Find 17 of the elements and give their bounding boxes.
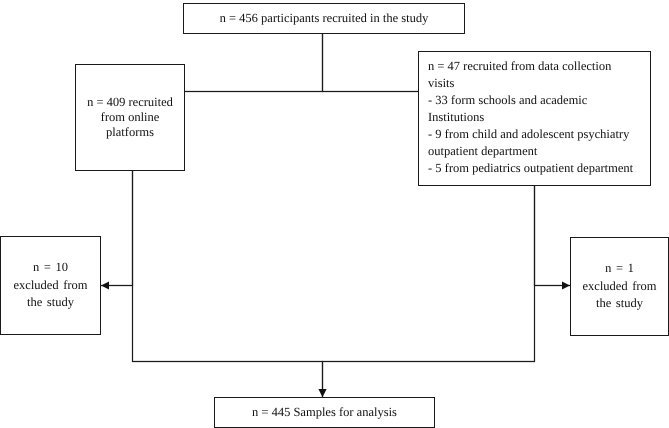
process-box [570,237,669,336]
box-text: n = 409 recruited from online platforms [86,95,174,140]
connector-line [322,34,418,92]
process-box [418,51,651,186]
box-text: n = 47 recruited from data collection visits [428,58,612,92]
arrow [318,186,536,397]
process-box [183,3,465,34]
box-text: - 5 from pediatrics outpatient department [428,160,634,177]
process-box [214,397,435,428]
box-text: n = 1 excluded from the study [581,260,658,312]
box-text: - 9 from child and adolescent psychiatry outpatient department [428,126,630,160]
process-box [0,236,101,335]
process-box [75,64,185,171]
box-text: n = 456 participants recruited in the study [220,11,428,26]
box-text: - 33 form schools and academic Institutions [428,92,588,126]
box-text: n = 445 Samples for analysis [252,405,397,420]
box-text: n = 10 excluded from the study [12,259,89,312]
